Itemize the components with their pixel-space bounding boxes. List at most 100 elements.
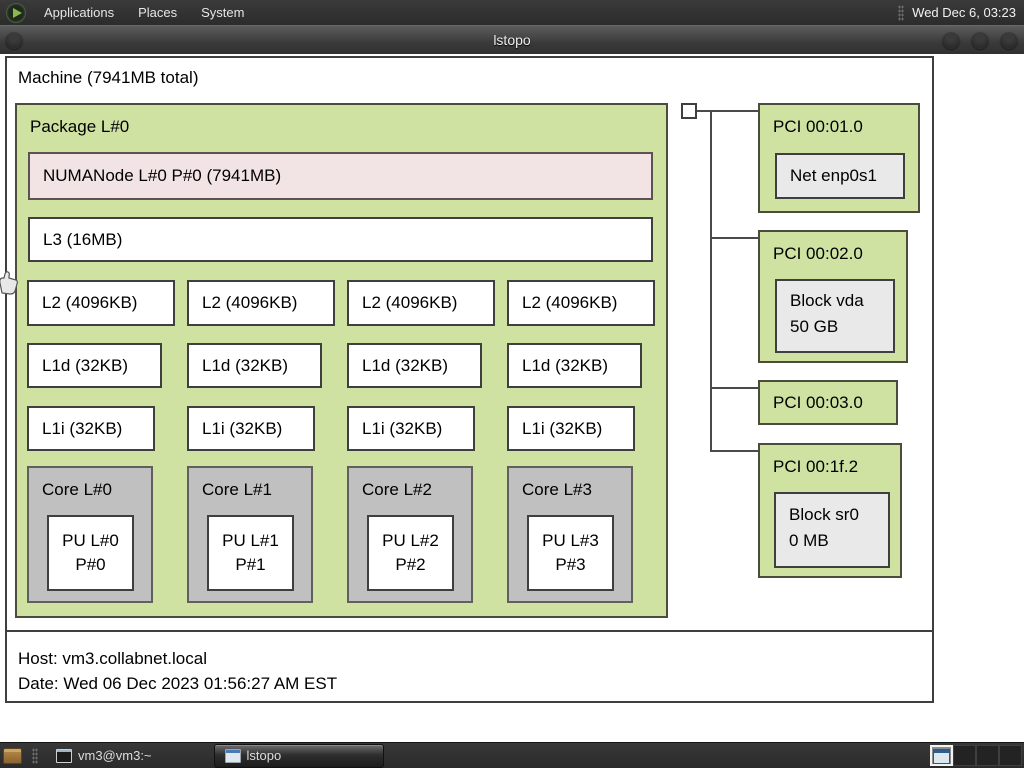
package-label: Package L#0: [30, 117, 130, 136]
window-controls: [942, 31, 1018, 49]
l1i-cache-box: L1i (32KB): [507, 406, 635, 451]
distro-logo-icon[interactable]: [6, 2, 26, 23]
l2-label: L2 (4096KB): [362, 293, 458, 312]
block-device-box: Block sr0 0 MB: [774, 492, 890, 568]
l2-cache-box: L2 (4096KB): [27, 280, 175, 326]
workspace-3[interactable]: [976, 745, 999, 766]
core-label: Core L#0: [42, 480, 112, 499]
legend-box: Host: vm3.collabnet.local Date: Wed 06 D…: [5, 630, 934, 703]
menu-system[interactable]: System: [201, 5, 245, 20]
menu-applications[interactable]: Applications: [44, 5, 115, 20]
pci-connector-line: [710, 237, 758, 239]
pci-box: PCI 00:01.0 Net enp0s1: [758, 103, 920, 213]
pci-label: PCI 00:03.0: [773, 392, 863, 412]
play-triangle-icon: [13, 7, 22, 18]
workspace-2[interactable]: [953, 745, 976, 766]
workspace-switcher: [930, 745, 1022, 766]
l2-label: L2 (4096KB): [522, 293, 618, 312]
l1i-label: L1i (32KB): [202, 418, 283, 438]
task-label: lstopo: [246, 748, 282, 763]
l1d-label: L1d (32KB): [202, 355, 288, 375]
l3-label: L3 (16MB): [43, 229, 123, 249]
block-device-label: Block vda: [790, 291, 864, 310]
l1i-label: L1i (32KB): [42, 418, 123, 438]
pci-label: PCI 00:01.0: [773, 117, 863, 136]
pci-box: PCI 00:1f.2 Block sr0 0 MB: [758, 443, 902, 578]
task-label: vm3@vm3:~: [78, 748, 152, 763]
window-icon: [224, 748, 241, 763]
l2-cache-box: L2 (4096KB): [187, 280, 335, 326]
block-device-label: Block sr0: [789, 505, 859, 524]
block-device-size: 50 GB: [790, 317, 839, 336]
l2-label: L2 (4096KB): [42, 293, 138, 312]
l3-cache-box: L3 (16MB): [28, 217, 653, 262]
block-device-box: Block vda 50 GB: [775, 279, 895, 353]
top-panel: Applications Places System Wed Dec 6, 03…: [0, 0, 1024, 25]
mini-window: [933, 749, 950, 764]
pci-connector-line: [710, 387, 758, 389]
task-button-lstopo[interactable]: lstopo: [213, 743, 384, 768]
numanode-box: NUMANode L#0 P#0 (7941MB): [28, 152, 653, 200]
core-label: Core L#1: [202, 480, 272, 499]
net-device-label: Net enp0s1: [790, 166, 877, 185]
pci-box: PCI 00:03.0: [758, 380, 898, 425]
terminal-icon: [56, 748, 72, 763]
l1i-cache-box: L1i (32KB): [27, 406, 155, 451]
l1d-cache-box: L1d (32KB): [507, 343, 642, 388]
l1i-cache-box: L1i (32KB): [187, 406, 315, 451]
maximize-button[interactable]: [971, 31, 989, 49]
bottom-panel: vm3@vm3:~ lstopo: [0, 742, 1024, 768]
l1d-cache-box: L1d (32KB): [347, 343, 482, 388]
pci-label: PCI 00:02.0: [773, 244, 863, 263]
pci-connector-line: [697, 110, 758, 112]
pci-connector-line: [710, 450, 758, 452]
l1d-label: L1d (32KB): [522, 355, 608, 375]
close-button[interactable]: [1000, 31, 1018, 49]
legend-host: Host: vm3.collabnet.local: [18, 649, 207, 668]
net-device-box: Net enp0s1: [775, 153, 905, 199]
lstopo-canvas: Machine (7941MB total) Package L#0 NUMAN…: [0, 54, 1024, 742]
pci-trunk-line: [710, 110, 712, 451]
l2-cache-box: L2 (4096KB): [507, 280, 655, 326]
pci-label: PCI 00:1f.2: [773, 457, 859, 476]
menu-places[interactable]: Places: [138, 5, 178, 20]
applet-drag-handle[interactable]: [898, 4, 905, 21]
hostbridge-connector: [681, 103, 697, 119]
legend-date: Date: Wed 06 Dec 2023 01:56:27 AM EST: [18, 674, 338, 693]
window-titlebar[interactable]: lstopo: [0, 25, 1024, 54]
window-title: lstopo: [493, 32, 531, 48]
tasklist-drag-handle[interactable]: [32, 747, 38, 764]
minimize-button[interactable]: [942, 31, 960, 49]
core-label: Core L#3: [522, 480, 592, 499]
workspace-1[interactable]: [930, 745, 953, 766]
pci-box: PCI 00:02.0 Block vda 50 GB: [758, 230, 908, 363]
l1i-label: L1i (32KB): [362, 418, 443, 438]
window-menu-button[interactable]: [5, 31, 23, 49]
mouse-cursor: [0, 271, 18, 295]
machine-label: Machine (7941MB total): [18, 68, 199, 87]
l1i-label: L1i (32KB): [522, 418, 603, 438]
l1d-label: L1d (32KB): [362, 355, 448, 375]
task-button-terminal[interactable]: vm3@vm3:~: [46, 745, 162, 767]
file-manager-icon[interactable]: [3, 747, 22, 764]
workspace-4[interactable]: [999, 745, 1022, 766]
core-label: Core L#2: [362, 480, 432, 499]
l2-cache-box: L2 (4096KB): [347, 280, 495, 326]
l1i-cache-box: L1i (32KB): [347, 406, 475, 451]
l1d-cache-box: L1d (32KB): [187, 343, 322, 388]
l1d-cache-box: L1d (32KB): [27, 343, 162, 388]
clock-applet[interactable]: Wed Dec 6, 03:23: [912, 5, 1016, 20]
block-device-size: 0 MB: [789, 531, 829, 550]
